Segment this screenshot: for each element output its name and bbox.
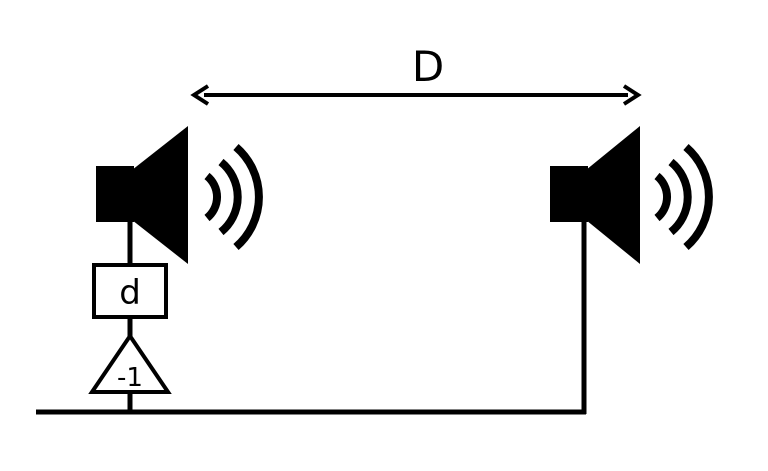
left-wave-medium <box>218 158 242 236</box>
left-wave-small <box>204 172 222 222</box>
right-wave-small <box>654 172 672 222</box>
right-speaker-magnet <box>550 166 588 222</box>
delay-box <box>92 263 168 319</box>
right-wave-large <box>683 143 713 251</box>
distance-arrowhead-left <box>190 84 210 106</box>
distance-label: D <box>412 42 444 91</box>
inverter-label: -1 <box>117 363 143 393</box>
left-speaker-magnet <box>96 166 134 222</box>
left-sound-waves-icon <box>204 143 263 251</box>
distance-arrowhead-right <box>622 84 642 106</box>
right-wave-medium <box>668 158 692 236</box>
right-speaker-cone <box>586 126 640 264</box>
right-speaker-icon <box>550 126 640 264</box>
delay-block: d <box>92 263 168 319</box>
inverter-block: -1 <box>88 332 172 394</box>
right-sound-waves-icon <box>654 143 713 251</box>
delay-label: d <box>119 273 141 313</box>
left-speaker-icon <box>96 126 188 264</box>
left-speaker-cone <box>132 126 188 264</box>
left-wave-large <box>233 143 263 251</box>
distance-dimension: D <box>190 42 642 106</box>
inverter-triangle <box>88 332 172 394</box>
